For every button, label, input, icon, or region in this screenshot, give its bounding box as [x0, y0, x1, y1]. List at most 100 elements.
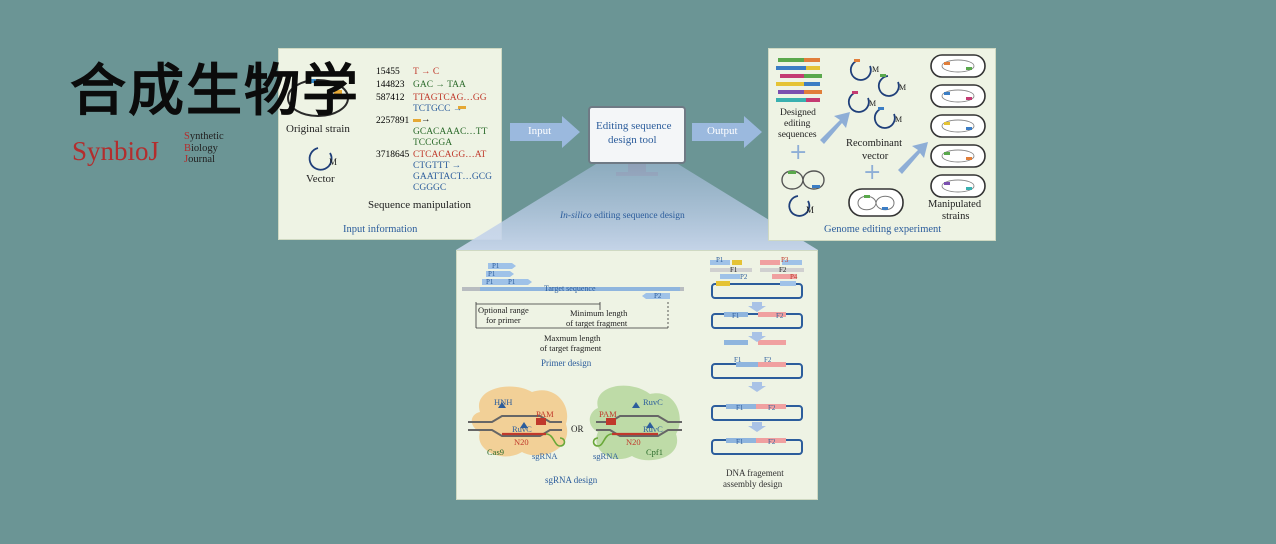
svg-text:M: M: [872, 65, 879, 74]
pam-label-cpf1: PAM: [599, 409, 617, 419]
target-sequence-label: Target sequence: [544, 284, 596, 293]
sgrna-design-caption: sgRNA design: [545, 475, 598, 485]
original-strain-chromosome-icon: [287, 79, 349, 117]
edit-seq: GCACAAAC…TT: [413, 127, 488, 137]
cpf1-label: Cpf1: [646, 447, 663, 457]
diagonal-arrow-icon: [820, 112, 850, 144]
designed-label-3: sequences: [778, 130, 817, 140]
insilico-caption: In-silico editing sequence design: [560, 211, 685, 221]
edit-seq: GAATTACT…GCG: [413, 172, 492, 182]
vector-mark: M: [806, 205, 814, 215]
input-arrow-label: Input: [528, 125, 552, 137]
sgrna-label-cpf1: sgRNA: [593, 451, 619, 461]
svg-text:M: M: [895, 115, 902, 124]
n20-label-cpf1: N20: [626, 437, 641, 447]
recombinant-vectors-icon: M M M M: [847, 59, 906, 129]
edit-pos: 3718645: [376, 150, 410, 160]
optional-range-label-2: for primer: [486, 315, 521, 325]
edit-pos: 587412: [376, 93, 405, 103]
recombinant-label-2: vector: [862, 151, 889, 162]
primer-p1-label: P1: [488, 270, 496, 278]
assembly-f1-label: F1: [730, 266, 738, 274]
assembly-f1-label: F1: [736, 438, 744, 446]
cell-icon: [848, 188, 904, 217]
primer-p1-label: P1: [508, 278, 516, 286]
assembly-caption-1: DNA fragement: [726, 468, 784, 478]
manipulated-label-1: Manipulated: [928, 199, 982, 210]
designed-sequences-icon: [776, 58, 822, 102]
assembly-f1-label: F1: [734, 356, 742, 364]
input-information-caption: Input information: [343, 224, 418, 235]
ruvc-label-cpf1: RuvC: [643, 424, 663, 434]
assembly-f1-label: F1: [732, 312, 740, 320]
maximum-length-label-2: of target fragment: [540, 343, 602, 353]
genome-editing-caption: Genome editing experiment: [824, 224, 942, 235]
edit-seq: TCTGCC →: [413, 104, 463, 114]
tool-label-line1: Editing sequence: [596, 120, 672, 132]
maximum-length-label-1: Maxmum length: [544, 333, 601, 343]
n20-label: N20: [514, 437, 529, 447]
plus-sign: +: [789, 140, 808, 165]
edit-seq: CGGGC: [413, 183, 447, 193]
journal-logo-subtitle: Synthetic Biology Journal: [184, 131, 224, 165]
edit-seq: TTAGTCAG…GG: [413, 93, 487, 103]
edit-seq: TCCGGA: [413, 138, 453, 148]
assembly-p3-label: P3: [781, 256, 789, 264]
vector-mark: M: [329, 157, 337, 167]
original-strain-label: Original strain: [286, 123, 350, 135]
journal-logo-chinese: 合成生物学: [70, 59, 360, 124]
vector-label: Vector: [306, 173, 335, 185]
zoom-trapezoid: [456, 164, 818, 250]
vector-small-icon: M: [788, 195, 814, 217]
assembly-f2-label: F2: [776, 312, 784, 320]
minimum-length-label-2: of target fragment: [566, 318, 628, 328]
optional-range-label-1: Optional range: [478, 305, 529, 315]
primer-p1-label: P1: [492, 262, 500, 270]
designed-label-2: editing: [784, 119, 811, 129]
recombinant-label-1: Recombinant: [846, 138, 902, 149]
edit-seq: CTCACAGG…AT: [413, 150, 487, 160]
minimum-length-label-1: Minimum length: [570, 308, 628, 318]
tool-label-line2: design tool: [608, 134, 657, 146]
assembly-f2-label: F2: [768, 404, 776, 412]
ruvc-label-cpf1-top: RuvC: [643, 397, 663, 407]
chromosome-small-icon: [781, 170, 825, 190]
assembly-caption-2: assembly design: [723, 479, 783, 489]
assembly-p4-label: P4: [790, 273, 798, 281]
designed-label-1: Designed: [780, 108, 816, 118]
primer-design-diagram: [462, 263, 684, 329]
sequence-manipulation-label: Sequence manipulation: [368, 199, 471, 211]
primer-design-caption: Primer design: [541, 358, 592, 368]
edit-seq: CTGTTT →: [413, 161, 462, 171]
primer-p1-label: P1: [486, 278, 494, 286]
or-label: OR: [571, 424, 584, 434]
manipulated-strains-icon: [930, 54, 986, 198]
svg-text:M: M: [869, 99, 876, 108]
output-arrow-label: Output: [707, 125, 738, 137]
cas9-label: Cas9: [487, 447, 504, 457]
primer-p2-label: P2: [654, 292, 662, 300]
edit-seq: T → C: [413, 67, 440, 77]
vector-icon: M: [308, 147, 337, 171]
edit-seq: GAC → TAA: [413, 80, 466, 90]
edit-marker: [458, 106, 466, 109]
edit-pos: 15455: [376, 67, 400, 77]
sgrna-label: sgRNA: [532, 451, 558, 461]
svg-text:M: M: [899, 83, 906, 92]
assembly-f2-label: F2: [764, 356, 772, 364]
assembly-p2-label: P2: [740, 273, 748, 281]
dna-assembly-diagram: [710, 260, 804, 455]
edit-marker: [413, 119, 421, 122]
assembly-f2-label: F2: [779, 266, 787, 274]
assembly-p1-label: P1: [716, 256, 724, 264]
hnh-label: HNH: [494, 397, 513, 407]
diagonal-arrow-icon: [898, 142, 928, 174]
input-arrow-icon: [510, 116, 580, 148]
edit-pos: 144823: [376, 80, 405, 90]
edit-seq: →: [421, 115, 431, 125]
sgrna-design-diagram: [468, 385, 682, 461]
output-arrow-icon: [692, 116, 762, 148]
pam-label: PAM: [536, 409, 554, 419]
edit-pos: 2257891: [376, 116, 410, 126]
plus-sign-2: +: [863, 160, 882, 185]
